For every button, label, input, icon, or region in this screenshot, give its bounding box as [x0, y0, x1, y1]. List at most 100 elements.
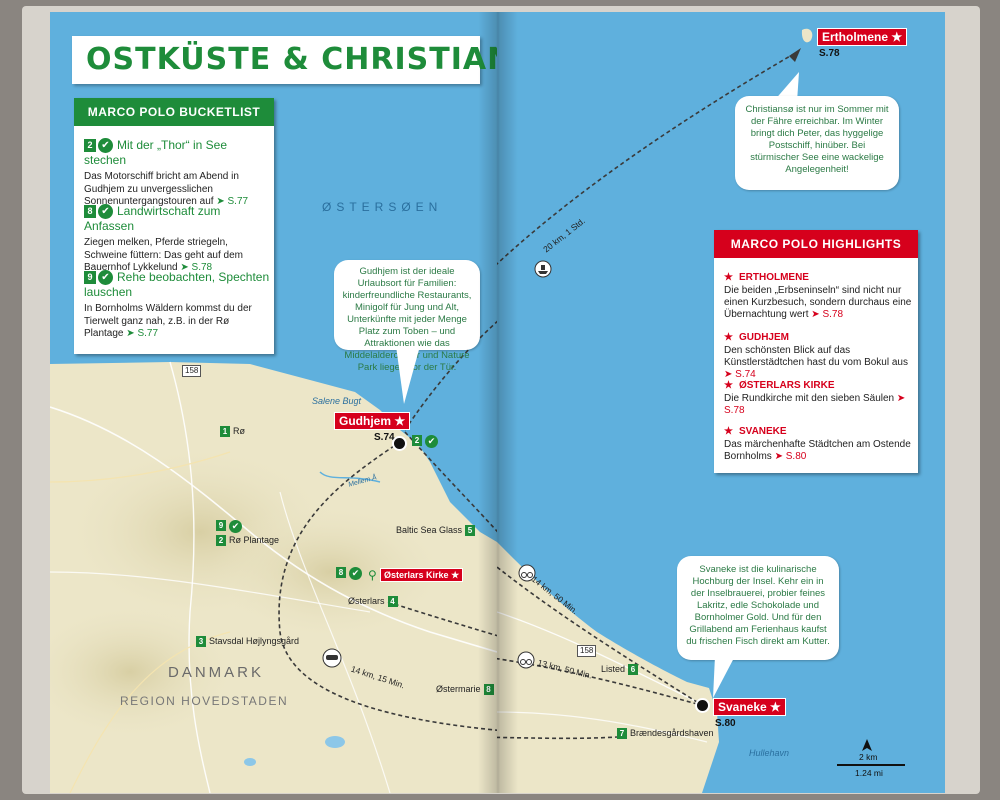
ferry-route — [404, 320, 497, 431]
car-route — [497, 736, 618, 740]
page-title: OSTKÜSTE & CHRISTIANSØ — [86, 42, 497, 77]
poi-name: Brændesgårdshaven — [630, 728, 714, 738]
ferry-icon — [534, 260, 552, 278]
arrow-icon: ➤ — [896, 393, 906, 404]
poi-number: 3 — [196, 636, 206, 647]
svaneke-label[interactable]: Svaneke ★ — [713, 698, 786, 716]
poi-number: 1 — [220, 426, 230, 437]
badge-number: 2 — [412, 435, 422, 446]
star-icon: ★ — [724, 332, 733, 343]
bubble-pointer — [713, 656, 735, 698]
bike-inland-route — [497, 657, 698, 705]
ertholmene-name: Ertholmene — [822, 30, 889, 44]
bucketlist-box: MARCO POLO BUCKETLIST 2✔Mit der „Thor“ i… — [74, 98, 274, 354]
location-pin-icon: ⚲ — [368, 568, 377, 582]
arrow-icon: ➤ — [126, 328, 135, 340]
sea-label: ØSTERSØEN — [322, 200, 443, 214]
star-icon: ★ — [724, 272, 733, 283]
gudhjem-badge: 2✔ — [412, 435, 442, 448]
page-ref: S.77 — [227, 196, 249, 208]
check-icon: ✔ — [98, 270, 113, 286]
highlight-item: ★ ØSTERLARS KIRKE Die Rundkirche mit den … — [724, 380, 914, 417]
poi-name: Baltic Sea Glass — [396, 525, 463, 535]
road-number: 158 — [577, 645, 597, 657]
poi-name: Rø — [233, 426, 245, 436]
right-map — [497, 28, 905, 793]
road-number: 158 — [182, 365, 202, 377]
bucketlist-item-text: Das Motorschiff bricht am Abend in Gudhj… — [84, 171, 239, 208]
gudhjem-label[interactable]: Gudhjem ★ — [334, 412, 411, 430]
left-map — [50, 320, 497, 793]
highlight-text: Den schönsten Blick auf das Künstlerstäd… — [724, 345, 908, 368]
region-label: REGION HOVEDSTADEN — [120, 694, 289, 708]
highlight-title: ERTHOLMENE — [738, 272, 809, 283]
star-icon: ★ — [394, 414, 406, 428]
arrow-icon: ➤ — [180, 262, 189, 274]
svaneke-name: Svaneke — [718, 700, 767, 714]
ertholmene-label[interactable]: Ertholmene ★ — [817, 28, 908, 46]
arrow-icon: ➤ — [724, 369, 733, 380]
bike-coast-route — [404, 431, 497, 533]
highlight-text: Das märchenhafte Städtchen am Ostende Bo… — [724, 439, 911, 462]
bike-icon — [518, 564, 536, 582]
gudhjem-page-ref: S.74 — [374, 432, 395, 443]
svaneke-bubble: Svaneke ist die kulinarische Hochburg de… — [677, 556, 839, 660]
bucketlist-number: 8 — [84, 205, 96, 219]
poi-number: 5 — [465, 525, 476, 536]
ertholmene-page-ref: S.78 — [819, 48, 840, 59]
poi-number: 8 — [483, 684, 494, 695]
poi-number: 2 — [216, 535, 226, 546]
bucketlist-number: 2 — [84, 139, 96, 153]
osterlars-kirke-label[interactable]: Østerlars Kirke ★ — [380, 568, 464, 582]
page-ref: S.74 — [735, 369, 756, 380]
page-ref: S.77 — [137, 328, 159, 340]
star-icon: ★ — [891, 30, 903, 44]
christianso-bubble: Christiansø ist nur im Sommer mit der Fä… — [735, 96, 899, 190]
arrow-icon: ➤ — [774, 451, 783, 462]
svaneke-marker[interactable] — [695, 698, 710, 713]
bubble-pointer — [773, 72, 799, 102]
poi-number: 4 — [387, 596, 398, 607]
christianso-bubble-text: Christiansø ist nur im Sommer mit der Fä… — [745, 104, 889, 175]
bucketlist-item-text: In Bornholms Wäldern kommst du der Tierw… — [84, 303, 252, 340]
bucketlist-item-title: Landwirtschaft zum Anfassen — [84, 204, 221, 234]
hullehavn-label: Hullehavn — [749, 748, 790, 758]
star-icon: ★ — [451, 570, 460, 580]
poi-name: Stavsdal Højlyngsgård — [209, 636, 300, 646]
check-icon: ✔ — [98, 138, 113, 154]
left-page: OSTKÜSTE & CHRISTIANSØ MARCO POLO BUCKET… — [50, 12, 497, 793]
gudhjem-marker[interactable] — [392, 436, 407, 451]
page-ref: S.80 — [785, 451, 807, 462]
highlight-title: ØSTERLARS KIRKE — [738, 380, 835, 391]
highlights-box: MARCO POLO HIGHLIGHTS ★ERTHOLMENE Die be… — [714, 230, 918, 473]
country-label: DANMARK — [168, 664, 265, 681]
bucketlist-item-text: Ziegen melken, Pferde striegeln, Schwein… — [84, 237, 243, 274]
poi-name: Rø Plantage — [229, 535, 280, 545]
page-title-box: OSTKÜSTE & CHRISTIANSØ — [72, 36, 497, 84]
bucketlist-item: 2✔Mit der „Thor“ in See stechen Das Moto… — [84, 138, 270, 209]
poi-name: Listed — [601, 664, 626, 674]
star-icon: ★ — [770, 700, 781, 714]
poi-number: 6 — [628, 664, 639, 675]
bike-coast-route — [497, 566, 698, 703]
car-icon — [322, 648, 342, 668]
svaneke-page-ref: S.80 — [715, 718, 736, 729]
check-icon: ✔ — [425, 435, 438, 448]
highlight-text: Die Rundkirche mit den sieben Säulen — [724, 393, 895, 404]
bucketlist-item: 9✔Rehe beobachten, Spechten lauschen In … — [84, 270, 270, 341]
poi-name: Østermarie — [436, 684, 481, 694]
poi-name: Østerlars — [348, 596, 385, 606]
car-route — [278, 441, 497, 731]
page-ref: S.78 — [191, 262, 213, 274]
arrow-icon: ➤ — [216, 196, 225, 208]
bucketlist-item: 8✔Landwirtschaft zum Anfassen Ziegen mel… — [84, 204, 270, 275]
star-icon: ★ — [724, 380, 733, 391]
